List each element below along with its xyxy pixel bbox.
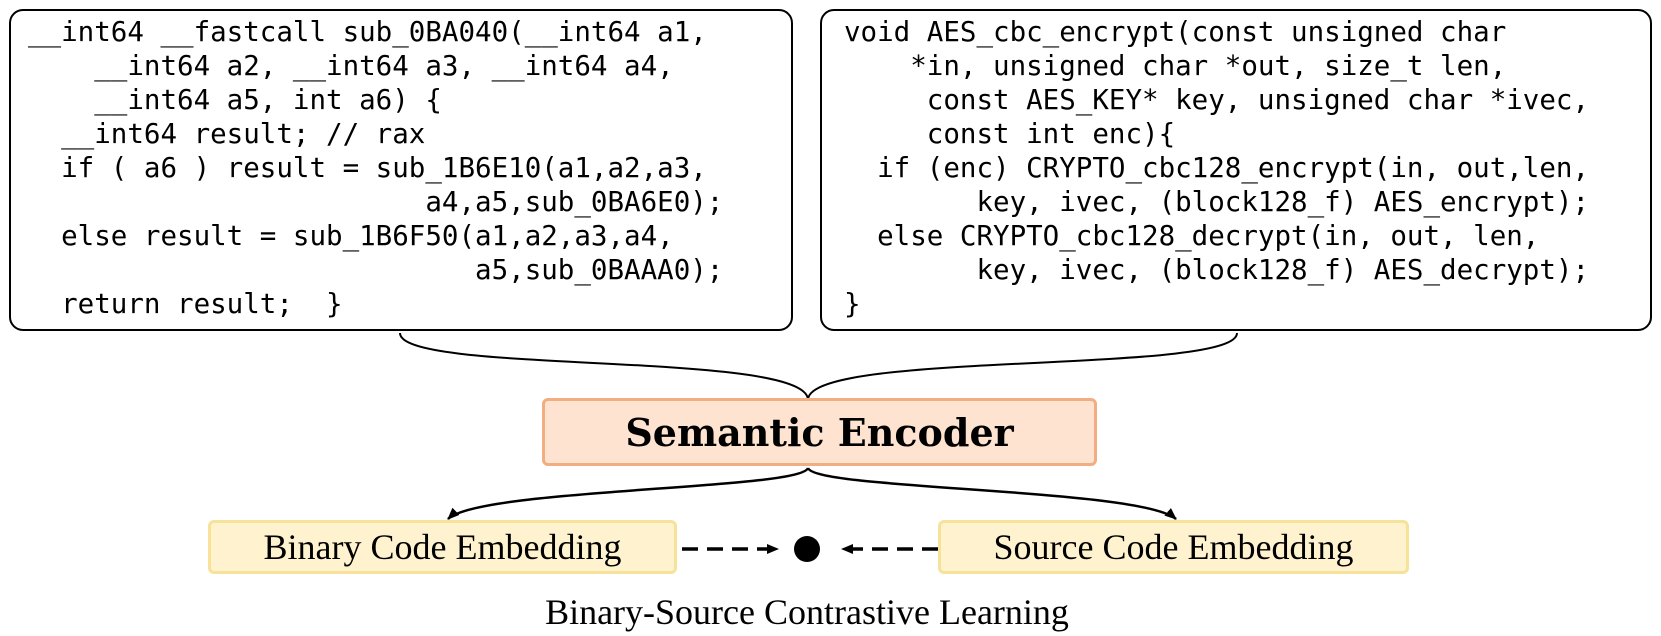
merge-brace-left bbox=[399, 332, 809, 401]
contrastive-point bbox=[794, 536, 820, 562]
source-code-line: void AES_cbc_encrypt(const unsigned char bbox=[844, 16, 1507, 48]
source-code-line: const AES_KEY* key, unsigned char *ivec, bbox=[844, 84, 1590, 116]
binary-code-line: return result; } bbox=[28, 288, 343, 320]
binary-code-embedding-box: Binary Code Embedding bbox=[208, 520, 677, 574]
binary-code-line: if ( a6 ) result = sub_1B6E10(a1,a2,a3, bbox=[28, 152, 707, 184]
source-code-line: const int enc){ bbox=[844, 118, 1176, 150]
binary-code-line: __int64 a5, int a6) { bbox=[28, 84, 442, 116]
source-code-line: key, ivec, (block128_f) AES_decrypt); bbox=[844, 254, 1590, 286]
binary-code-line: __int64 result; // rax bbox=[28, 118, 426, 150]
binary-code-panel: __int64 __fastcall sub_0BA040(__int64 a1… bbox=[9, 9, 793, 331]
source-code-line: key, ivec, (block128_f) AES_encrypt); bbox=[844, 186, 1590, 218]
binary-code-line: a4,a5,sub_0BA6E0); bbox=[28, 186, 724, 218]
binary-code-line: __int64 __fastcall sub_0BA040(__int64 a1… bbox=[28, 16, 707, 48]
source-code-line: } bbox=[844, 288, 861, 320]
source-code-line: else CRYPTO_cbc128_decrypt(in, out, len, bbox=[844, 220, 1540, 252]
diagram-caption: Binary-Source Contrastive Learning bbox=[545, 592, 1069, 632]
arrow-to-binary-embedding bbox=[447, 467, 810, 520]
source-code-line: *in, unsigned char *out, size_t len, bbox=[844, 50, 1507, 82]
source-code-line: if (enc) CRYPTO_cbc128_encrypt(in, out,l… bbox=[844, 152, 1590, 184]
source-code-panel: void AES_cbc_encrypt(const unsigned char… bbox=[820, 9, 1652, 331]
binary-code-line: a5,sub_0BAAA0); bbox=[28, 254, 724, 286]
source-code-embedding-box: Source Code Embedding bbox=[938, 520, 1409, 574]
semantic-encoder-box: Semantic Encoder bbox=[542, 398, 1097, 466]
arrow-to-source-embedding bbox=[806, 467, 1177, 520]
binary-code-line: else result = sub_1B6F50(a1,a2,a3,a4, bbox=[28, 220, 674, 252]
binary-code-line: __int64 a2, __int64 a3, __int64 a4, bbox=[28, 50, 674, 82]
merge-brace-right bbox=[807, 332, 1238, 401]
